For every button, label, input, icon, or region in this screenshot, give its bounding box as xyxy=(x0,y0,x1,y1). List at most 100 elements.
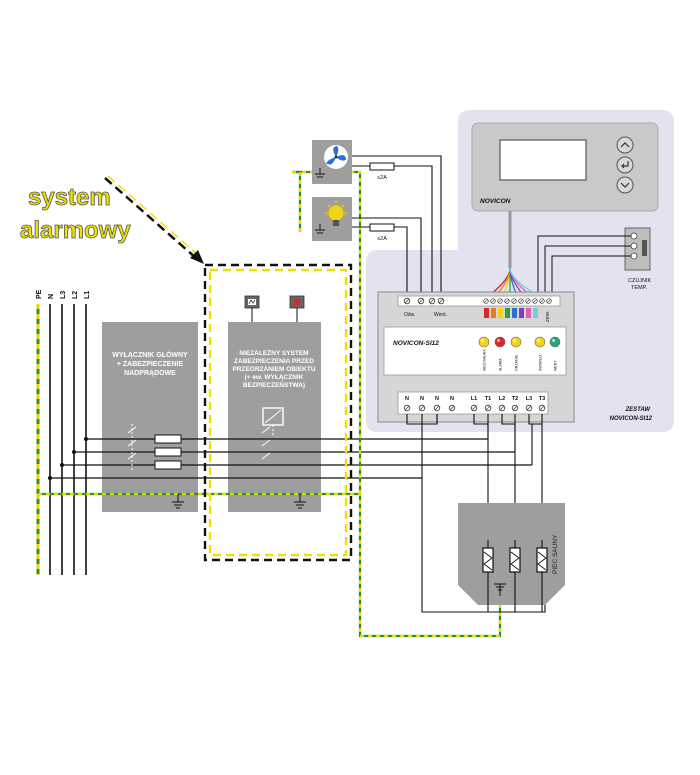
status-led-label: ALARM xyxy=(499,359,503,371)
status-led: ALARM xyxy=(494,336,506,371)
ground-symbol xyxy=(494,583,506,596)
status-led-label: WENT. xyxy=(554,360,558,371)
top-terminals xyxy=(403,297,552,318)
safety-title-line: PRZEGRZANIEM OBIEKTU xyxy=(232,366,315,373)
terminal-color-marker xyxy=(505,308,510,318)
chevron-up-icon xyxy=(620,142,630,148)
terminal-screw-icon xyxy=(490,298,496,304)
junction-dot xyxy=(72,450,76,454)
ground-symbol xyxy=(315,168,325,178)
safety-title-line: BEZPIECZEŃSTWA) xyxy=(243,380,305,389)
light-bulb-icon xyxy=(325,200,347,226)
alarm-system-outer xyxy=(203,263,353,562)
safety-title-line: NIEZALEŻNY SYSTEM xyxy=(239,349,308,357)
bottom-terminal-label: T3 xyxy=(539,396,545,402)
junction-dot xyxy=(48,476,52,480)
bottom-terminal-label: N xyxy=(450,396,454,402)
terminal-screw-icon xyxy=(437,297,445,305)
terminal-screw-icon xyxy=(403,297,411,305)
terminal-color-marker xyxy=(519,308,524,318)
module-name: NOVICON-SI12 xyxy=(393,340,439,347)
bottom-terminal-label: T1 xyxy=(485,396,491,402)
ground-symbol xyxy=(172,494,184,509)
heater-wires xyxy=(406,414,546,613)
terminal-color-marker xyxy=(498,308,503,318)
fan-icon xyxy=(324,145,348,169)
terminal-screw-icon xyxy=(428,297,436,305)
ground-symbol xyxy=(315,224,325,234)
safety-title-line: ZABEZPIECZENIA PRZED xyxy=(234,358,314,365)
controller-enter-button[interactable] xyxy=(616,156,634,174)
main-switch-title-line: + ZABEZPIECZENIE xyxy=(117,361,184,368)
terminal-screw-icon xyxy=(483,298,489,304)
terminal-color-marker xyxy=(484,308,489,318)
status-led-label: GRZANIE xyxy=(515,354,519,371)
module-top-terminal-strip xyxy=(397,295,561,307)
bottom-terminal: L2 xyxy=(499,396,505,412)
thermostat-icon xyxy=(244,295,260,309)
chevron-down-icon xyxy=(620,182,630,188)
enter-icon xyxy=(621,161,629,169)
fuse-group xyxy=(154,434,182,470)
sensor-label-line1: CZUJNIK xyxy=(628,278,652,284)
terminal-screw-icon xyxy=(497,298,503,304)
alarm-system-inner xyxy=(208,268,348,557)
bus-label-pe: PE xyxy=(36,289,43,299)
status-led-label: SIEĆ/SAUNA xyxy=(482,349,487,371)
fan-fuse xyxy=(369,162,395,171)
bottom-terminal-label: N xyxy=(420,396,424,402)
alarm-arrow xyxy=(104,175,204,264)
module-terminal-label-fan: Went. xyxy=(434,312,447,318)
terminal-color-marker xyxy=(533,308,538,318)
heater-bottom-wires xyxy=(487,576,543,612)
kit-label-line1: ZESTAW xyxy=(624,407,651,413)
terminal-color-marker xyxy=(512,308,517,318)
bus-label-l2: L2 xyxy=(72,291,79,299)
main-switch-title-line: NADPRĄDOWE xyxy=(124,370,176,377)
terminal-screw-icon xyxy=(525,298,531,304)
ground-symbol xyxy=(294,494,306,509)
controller-up-button[interactable] xyxy=(616,136,634,154)
bottom-terminal-label: T2 xyxy=(512,396,518,402)
status-led: SIEĆ/SAUNA xyxy=(478,336,490,371)
safety-system-panel xyxy=(228,322,321,512)
terminal-screw-icon xyxy=(518,298,524,304)
alarm-annotation-line2: alarmowy xyxy=(20,217,131,244)
light-fuse-label: ≤2A xyxy=(377,236,387,242)
safety-contacts xyxy=(261,426,271,460)
terminal-screw-icon xyxy=(532,298,538,304)
module-front-panel xyxy=(383,326,567,376)
heater-label: PIEC SAUNY xyxy=(552,534,559,574)
bottom-terminal: N xyxy=(418,396,426,412)
bus-label-l1: L1 xyxy=(84,291,91,299)
bus-label-l3: L3 xyxy=(60,291,67,299)
bus-labels: PE N L3 L2 L1 xyxy=(36,289,91,299)
terminal-screw-icon xyxy=(504,298,510,304)
controller-display xyxy=(499,139,587,181)
safety-system-title: NIEZALEŻNY SYSTEM ZABEZPIECZENIA PRZED P… xyxy=(232,349,315,389)
fan-fuse-label: ≤2A xyxy=(377,175,387,181)
kit-label-line2: NOVICON-SI12 xyxy=(610,416,653,422)
bottom-terminal: T3 xyxy=(539,396,545,412)
heating-elements xyxy=(482,540,548,576)
main-switch-contacts xyxy=(127,424,137,472)
load-wires xyxy=(352,155,442,298)
heating-element-icon xyxy=(509,540,521,576)
junction-dot xyxy=(60,463,64,467)
status-led: GRZANIE xyxy=(510,336,522,371)
bottom-terminal: N xyxy=(403,396,411,412)
sensor-element-icon xyxy=(642,240,647,256)
module-side-label: ZEW. xyxy=(545,311,550,322)
status-led: ŚWIATŁO xyxy=(534,336,546,371)
status-led: WENT. xyxy=(549,336,561,371)
bottom-terminal-label: L2 xyxy=(499,396,505,402)
terminal-screw-icon xyxy=(417,297,425,305)
junction-dot xyxy=(84,437,88,441)
heating-element-icon xyxy=(536,540,548,576)
controller-down-button[interactable] xyxy=(616,176,634,194)
bottom-terminal-label: N xyxy=(435,396,439,402)
sensor-label-line2: TEMP. xyxy=(631,285,648,291)
bottom-terminal: T1 xyxy=(485,396,491,412)
